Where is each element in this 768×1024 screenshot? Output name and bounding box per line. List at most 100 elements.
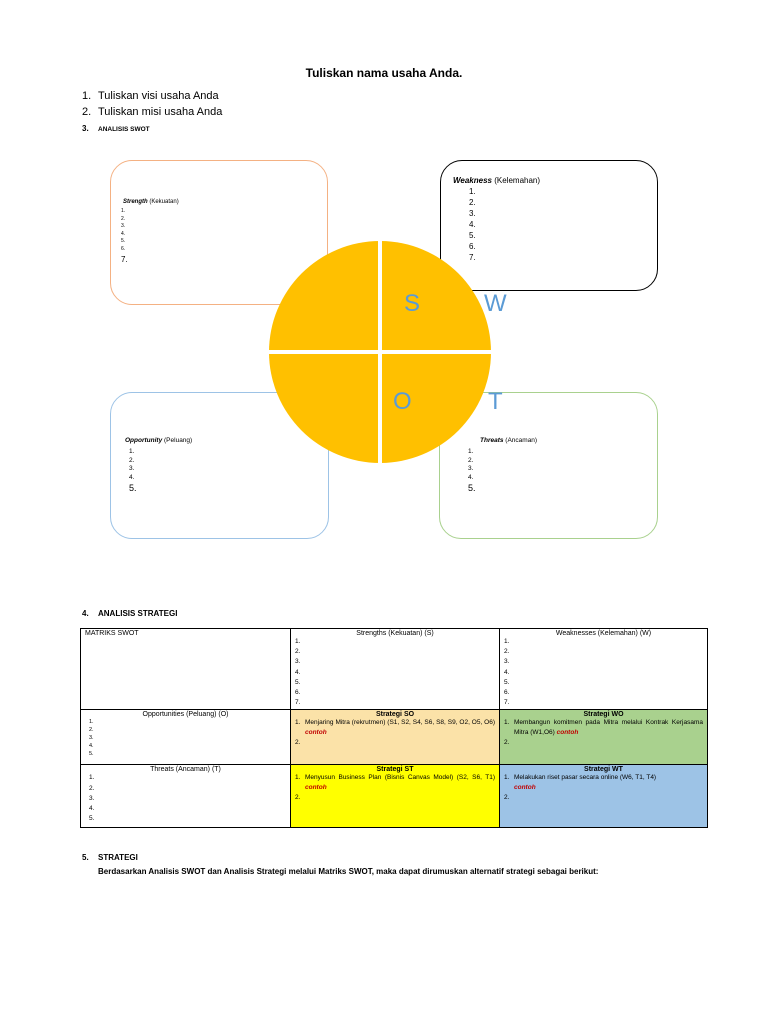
list-item: 4. xyxy=(468,473,474,481)
strategi-wt-item-1: 1. Melakukan riset pasar secara online (… xyxy=(504,773,703,793)
opportunity-label: Opportunity (Peluang) xyxy=(125,437,192,444)
list-item: 1. xyxy=(469,187,476,196)
strategi-so-text: Menjaring Mitra (rekrutmen) (S1, S2, S4,… xyxy=(305,719,495,727)
list-item: 1. xyxy=(89,719,94,726)
weaknesses-header: Weaknesses (Kelemahan) (W) xyxy=(555,630,652,637)
list-item: 2. xyxy=(89,784,95,792)
list-item: 2. xyxy=(469,198,476,207)
item-number: 1. xyxy=(295,774,301,782)
strategi-wo-item-2: 2. xyxy=(504,738,703,748)
list-item: 4. xyxy=(129,473,135,481)
section-title: ANALISIS STRATEGI xyxy=(98,609,178,618)
list-item: 4. xyxy=(121,230,126,237)
swot-circle-graphic xyxy=(268,237,492,467)
list-item-misi: 2. Tuliskan misi usaha Anda xyxy=(82,106,222,118)
strategi-st-header: Strategi ST xyxy=(376,766,414,774)
threats-cell: Threats (Ancaman) (T) 1. 2. 3. 4. 5. xyxy=(80,764,291,829)
list-item: 2. xyxy=(121,215,126,222)
list-item: 4. xyxy=(295,668,301,676)
strategi-st-item-1: 1. Menyusun Business Plan (Bisnis Canvas… xyxy=(295,773,495,793)
weaknesses-cell: Weaknesses (Kelemahan) (W) 1. 2. 3. 4. 5… xyxy=(499,627,708,711)
list-item: 1. xyxy=(121,208,126,214)
opportunities-list: 1. 2. 3. 4. 5. xyxy=(85,718,286,758)
item-number: 1. xyxy=(504,719,510,727)
table-row: Threats (Ancaman) (T) 1. 2. 3. 4. 5. Str… xyxy=(80,764,708,829)
opportunities-header: Opportunities (Peluang) (O) xyxy=(142,711,229,719)
section-number: 4. xyxy=(82,609,89,618)
contoh-label: contoh xyxy=(514,784,536,792)
strength-label-bold: Strength xyxy=(123,199,148,205)
strengths-list: 1. 2. 3. 4. 5. 6. 7. xyxy=(295,637,495,708)
list-item: 3. xyxy=(129,465,135,472)
strength-list: 1. 2. 3. 4. 5. 6. 7. xyxy=(121,208,128,265)
list-item: 6. xyxy=(469,242,476,251)
section-heading-analisis-strategi: 4. ANALISIS STRATEGI xyxy=(82,609,177,618)
strategi-so-cell: Strategi SO 1. Menjaring Mitra (rekrutme… xyxy=(290,709,500,766)
strategi-so-header: Strategi SO xyxy=(375,711,415,719)
list-item: 2. xyxy=(89,727,94,734)
list-item: 5. xyxy=(129,483,137,493)
item-number: 2. xyxy=(295,794,301,802)
list-item: 7. xyxy=(504,699,510,707)
strategi-so-item-1: 1. Menjaring Mitra (rekrutmen) (S1, S2, … xyxy=(295,718,495,738)
strategi-st-text: Menyusun Business Plan (Bisnis Canvas Mo… xyxy=(305,774,495,782)
list-item: 5. xyxy=(89,815,95,823)
opportunity-list: 1. 2. 3. 4. 5. xyxy=(129,448,137,494)
swot-letter-s: S xyxy=(404,290,421,317)
item-number: 2. xyxy=(504,739,510,747)
swot-letter-w: W xyxy=(484,290,507,317)
contoh-label: contoh xyxy=(305,729,327,737)
swot-letter-o: O xyxy=(393,388,412,415)
list-item: 1. xyxy=(129,448,135,455)
item-number: 1. xyxy=(504,774,510,782)
strategi-so-item-2: 2. xyxy=(295,738,495,748)
weakness-label-bold: Weakness xyxy=(453,176,492,185)
list-item: 2. xyxy=(468,456,474,464)
swot-letter-t: T xyxy=(488,388,503,415)
list-number: 2. xyxy=(82,106,92,118)
list-item: 7. xyxy=(295,699,301,707)
list-item: 6. xyxy=(295,689,301,697)
list-item: 4. xyxy=(89,805,95,813)
list-item: 7. xyxy=(121,254,128,264)
list-text: Tuliskan misi usaha Anda xyxy=(98,106,223,118)
strategi-st-cell: Strategi ST 1. Menyusun Business Plan (B… xyxy=(290,764,500,829)
strength-box: Strength (Kekuatan) 1. 2. 3. 4. 5. 6. 7. xyxy=(110,160,328,305)
list-item: 1. xyxy=(504,638,510,645)
list-item: 3. xyxy=(295,658,301,666)
list-item: 3. xyxy=(504,658,510,666)
strategi-wt-header: Strategi WT xyxy=(584,766,623,774)
list-item: 2. xyxy=(295,648,301,656)
section-number: 5. xyxy=(82,853,89,862)
list-item: 6. xyxy=(121,245,126,252)
list-item-analisis-swot: 3.ANALISIS SWOT xyxy=(82,124,150,133)
opportunity-label-plain: (Peluang) xyxy=(164,437,193,444)
table-row: MATRIKS SWOT Strengths (Kekuatan) (S) 1.… xyxy=(80,627,708,711)
section-body-text: Berdasarkan Analisis SWOT dan Analisis S… xyxy=(98,867,599,876)
weakness-label-plain: (Kelemahan) xyxy=(494,176,541,185)
weakness-label: Weakness (Kelemahan) xyxy=(453,176,540,185)
list-item: 5. xyxy=(469,231,476,240)
strategi-st-item-2: 2. xyxy=(295,793,495,803)
list-item: 3. xyxy=(89,794,95,802)
threats-label: Threats (Ancaman) xyxy=(480,437,537,444)
weakness-list: 1. 2. 3. 4. 5. 6. 7. xyxy=(469,186,476,263)
list-item: 3. xyxy=(469,209,476,218)
strength-label-plain: (Kekuatan) xyxy=(149,199,179,205)
list-text: Tuliskan visi usaha Anda xyxy=(98,90,219,102)
list-item: 4. xyxy=(89,743,94,750)
list-item: 7. xyxy=(469,253,476,262)
list-number: 3. xyxy=(82,124,89,133)
weakness-box: Weakness (Kelemahan) 1. 2. 3. 4. 5. 6. 7… xyxy=(440,160,658,291)
list-item: 1. xyxy=(468,448,474,455)
item-text: Membangun komitmen pada Mitra melalui Ko… xyxy=(514,718,703,738)
list-item-visi: 1.Tuliskan visi usaha Anda xyxy=(82,90,219,102)
strategi-wt-cell: Strategi WT 1. Melakukan riset pasar sec… xyxy=(499,764,708,829)
threats-list: 1. 2. 3. 4. 5. xyxy=(468,448,476,494)
page-title: Tuliskan nama usaha Anda. xyxy=(305,66,463,80)
list-item: 4. xyxy=(504,668,510,676)
opportunities-cell: Opportunities (Peluang) (O) 1. 2. 3. 4. … xyxy=(80,709,291,766)
list-item: 5. xyxy=(89,751,94,758)
list-item: 5. xyxy=(295,678,301,686)
list-item: 1. xyxy=(295,638,301,645)
